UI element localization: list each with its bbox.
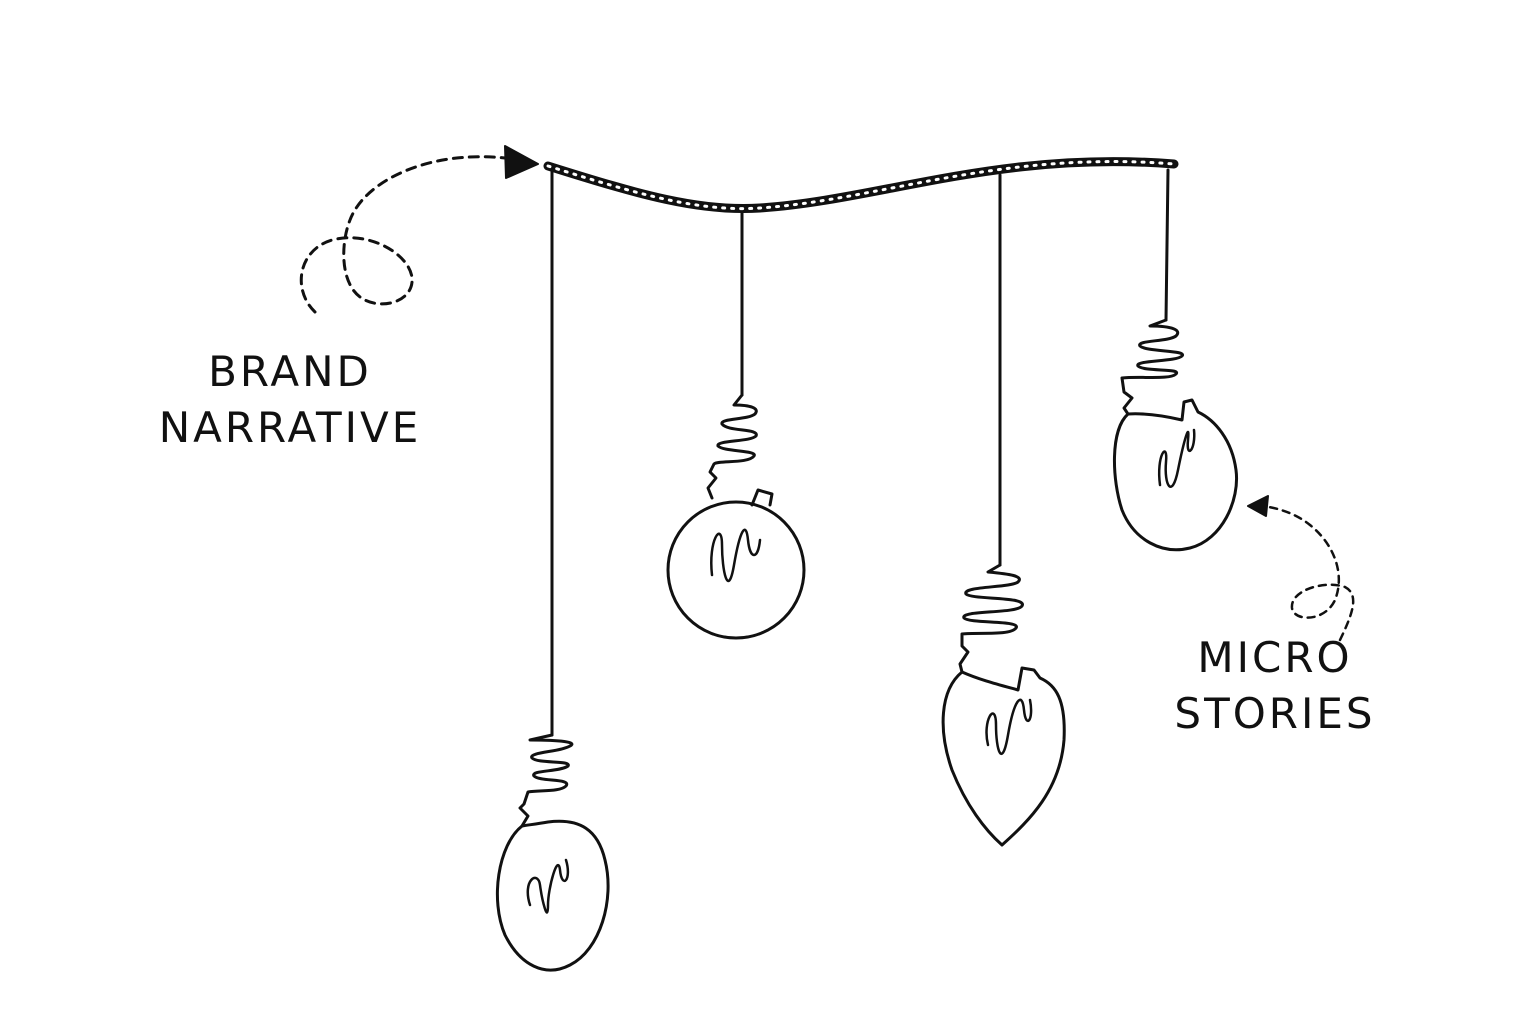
micro-stories-line-2: STORIES: [1174, 689, 1376, 738]
micro-stories-line-1: MICRO: [1197, 633, 1353, 682]
bulb-3-glass: [941, 666, 1066, 847]
bulb-4-coil: [1120, 318, 1184, 416]
brand-narrative-label: BRAND NARRATIVE: [140, 344, 440, 456]
brand-narrative-arrow: [299, 145, 539, 314]
brand-narrative-arrowhead: [504, 145, 539, 179]
bulb-1-coil: [518, 733, 574, 828]
micro-stories-arrow: [1247, 495, 1355, 642]
bulb-3-filament: [985, 698, 1033, 756]
bulb-4: [1112, 168, 1239, 552]
bulb-2-glass: [666, 500, 806, 640]
micro-stories-label: MICRO STORIES: [1150, 630, 1400, 742]
bulb-4-cord: [1164, 168, 1170, 322]
brand-narrative-line-2: NARRATIVE: [158, 403, 422, 452]
rope: [543, 157, 1179, 214]
bulb-2-coil: [706, 393, 758, 500]
bulb-3-coil: [958, 563, 1024, 674]
bulb-1-filament: [526, 858, 570, 914]
bulb-4-glass: [1112, 398, 1239, 552]
bulb-2-filament: [710, 528, 762, 583]
bulb-1: [495, 168, 610, 972]
bulb-1-glass: [495, 819, 610, 972]
bulb-4-filament: [1157, 428, 1196, 488]
bulb-3: [941, 173, 1066, 847]
bulb-2-cap: [750, 488, 774, 507]
brand-narrative-line-1: BRAND: [208, 347, 372, 396]
micro-stories-arrowhead: [1247, 495, 1269, 517]
bulb-2: [666, 210, 806, 640]
